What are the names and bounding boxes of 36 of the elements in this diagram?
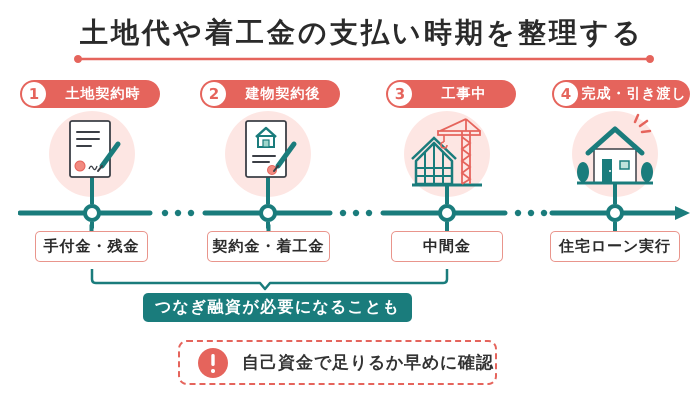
connector-line xyxy=(266,222,270,231)
contract-illustration xyxy=(49,111,135,197)
timeline-marker xyxy=(83,204,101,222)
connector-line xyxy=(613,197,617,204)
step-number: 2 xyxy=(202,82,226,106)
step-number: 4 xyxy=(554,82,578,106)
connector-line xyxy=(613,222,617,231)
step-label: 完成・引き渡し xyxy=(582,85,686,103)
connector-line xyxy=(445,222,449,231)
timeline-marker xyxy=(259,204,277,222)
title: 土地代や着工金の支払い時期を整理する xyxy=(80,15,644,51)
step-pill xyxy=(552,80,690,108)
connector-line xyxy=(266,197,270,204)
house-illustration xyxy=(572,111,658,197)
step-label: 工事中 xyxy=(442,85,486,103)
step-number: 3 xyxy=(388,82,412,106)
payment-box: 中間金 xyxy=(391,231,503,262)
step-pill xyxy=(386,80,516,108)
payment-box: 手付金・残金 xyxy=(35,231,148,262)
payment-box: 住宅ローン実行 xyxy=(550,231,680,262)
construction-illustration xyxy=(404,111,490,197)
house-contract-illustration xyxy=(225,111,311,197)
step-number: 1 xyxy=(22,82,46,106)
timeline-marker xyxy=(438,204,456,222)
step-pill xyxy=(20,80,160,108)
payment-box: 契約金・着工金 xyxy=(207,231,330,262)
connector-line xyxy=(90,222,94,231)
connector-line xyxy=(90,197,94,204)
step-label: 建物契約後 xyxy=(246,85,320,103)
connector-line xyxy=(445,197,449,204)
note-box xyxy=(178,340,497,385)
step-pill xyxy=(200,80,340,108)
note-banner: つなぎ融資が必要になることも xyxy=(143,293,412,322)
step-label: 土地契約時 xyxy=(66,85,140,103)
note-text: 自己資金で足りるか早めに確認 xyxy=(242,352,494,374)
timeline-marker xyxy=(606,204,624,222)
